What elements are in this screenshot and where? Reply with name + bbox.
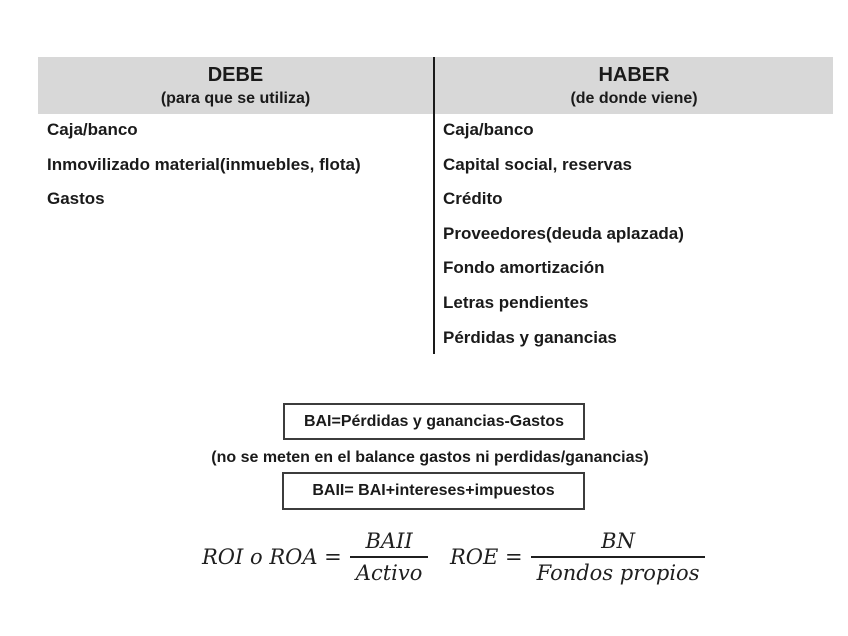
list-item: Crédito xyxy=(443,189,503,209)
list-item: Capital social, reservas xyxy=(443,154,633,174)
roe-formula: ROE = BN Fondos propios xyxy=(450,529,706,585)
roe-denominator: Fondos propios xyxy=(530,556,706,585)
list-item: Caja/banco xyxy=(443,120,534,139)
roi-roa-fraction: BAII Activo xyxy=(349,529,429,585)
roi-roa-denominator: Activo xyxy=(349,556,429,585)
debe-title: DEBE xyxy=(207,64,264,86)
roe-numerator: BN xyxy=(601,529,635,553)
baii-formula-text: BAII= BAI+intereses+impuestos xyxy=(312,482,555,499)
bai-formula-text: BAI=Pérdidas y ganancias-Gastos xyxy=(303,412,565,430)
haber-item-list: Caja/banco Capital social, reservas Créd… xyxy=(443,113,684,355)
list-item: Caja/banco xyxy=(47,120,138,139)
baii-formula-box: BAII= BAI+intereses+impuestos xyxy=(282,472,585,510)
haber-subtitle: (de donde viene) xyxy=(570,90,698,107)
roe-fraction: BN Fondos propios xyxy=(530,529,706,585)
roe-lhs: ROE = xyxy=(450,545,523,569)
list-item: Fondo amortización xyxy=(443,258,605,278)
debe-item-list: Caja/banco Inmovilizado material(inmuebl… xyxy=(47,113,361,217)
roi-roa-numerator: BAII xyxy=(365,529,413,553)
list-item: Pérdidas y ganancias xyxy=(443,327,617,347)
haber-header-cell: HABER (de donde viene) xyxy=(435,57,833,114)
list-item: Gastos xyxy=(47,189,105,209)
roi-roa-formula: ROI o ROA = BAII Activo xyxy=(202,529,429,585)
bai-formula-box: BAI=Pérdidas y ganancias-Gastos xyxy=(283,403,585,440)
haber-title: HABER xyxy=(598,64,670,86)
list-item: Letras pendientes xyxy=(443,292,589,312)
balance-note: (no se meten en el balance gastos ni per… xyxy=(211,449,649,466)
debe-header-cell: DEBE (para que se utiliza) xyxy=(38,57,433,114)
list-item: Proveedores(deuda aplazada) xyxy=(443,223,684,243)
list-item: Inmovilizado material(inmuebles, flota) xyxy=(47,154,361,174)
debe-subtitle: (para que se utiliza) xyxy=(160,90,311,107)
column-divider xyxy=(433,57,435,354)
roi-roa-lhs: ROI o ROA = xyxy=(202,545,342,569)
